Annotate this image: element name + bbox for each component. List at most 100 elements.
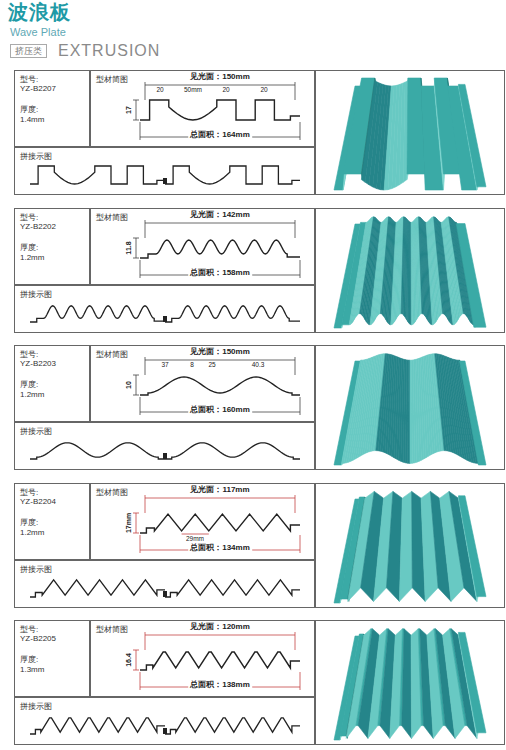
dimension-number: 40.3: [251, 362, 266, 369]
dimension-number: 29mm: [185, 536, 205, 543]
dimension-lines: [133, 357, 300, 415]
splice-joint: [163, 316, 167, 322]
profile-outline: [140, 377, 300, 395]
splice-cell: 拼接示图: [14, 285, 315, 333]
cell-divider: [315, 208, 316, 333]
panel-facet: [456, 224, 486, 328]
info-cell: 型号:YZ-B2204 厚度:1.2mm: [14, 483, 90, 560]
panel-frame: [15, 484, 505, 608]
spec-text: 厚度:: [20, 243, 84, 252]
splice-joint: [163, 453, 167, 459]
profile-outline: [140, 514, 300, 533]
visible-width-dimension: 见光面：150mm: [188, 348, 252, 356]
info-cell: 型号:YZ-B2205厚度:1.3mm: [14, 620, 90, 697]
spec-text: YZ-B2202: [20, 222, 84, 231]
panel-facet: [402, 629, 412, 739]
splice-joint: [163, 591, 167, 597]
panel-facet: [458, 84, 486, 186]
cell-heading: 拼接示图: [20, 290, 309, 299]
dimension-number: 25: [207, 362, 216, 369]
splice-joint: [163, 728, 167, 734]
spec-text: 型号:: [20, 488, 84, 497]
cell-heading: 拼接示图: [20, 427, 309, 436]
cell-heading: 拼接示图: [20, 565, 309, 574]
spec-text: 型号:: [20, 625, 84, 634]
splice-outline: [165, 580, 300, 597]
splice-joint: [163, 178, 167, 184]
dimension-number: 20: [221, 87, 230, 94]
page-title: 波浪板: [8, 2, 71, 22]
splice-cell: 拼接示图: [14, 147, 315, 195]
total-width-dimension: 总面积：134mm: [188, 544, 252, 552]
panel-frame: [15, 621, 505, 745]
spec-text: 1.2mm: [20, 253, 84, 262]
spec-text: YZ-B2204: [20, 497, 84, 506]
panel-facet: [460, 361, 487, 465]
tag-box: 挤压类: [10, 44, 47, 58]
visible-width-dimension: 见光面：142mm: [188, 211, 252, 219]
splice-outline: [30, 166, 165, 184]
dimension-number: 8: [189, 362, 195, 369]
cell-divider: [315, 345, 316, 470]
height-dimension: 10: [125, 381, 132, 389]
spec-text: 1.4mm: [20, 115, 84, 124]
dimension-number: 37: [160, 362, 169, 369]
spec-text: 厚度:: [20, 105, 84, 114]
spec-text: YZ-B2203: [20, 359, 84, 368]
spec-text: 1.2mm: [20, 528, 84, 537]
panel-illustration: [334, 217, 486, 328]
dimension-number: 20: [155, 87, 164, 94]
cell-divider: [315, 620, 316, 745]
total-width-dimension: 总面积：138mm: [188, 681, 252, 689]
splice-cell: 拼接示图: [14, 560, 315, 608]
spec-text: YZ-B2205: [20, 634, 84, 643]
spec-text: YZ-B2207: [20, 84, 84, 93]
splice-cell: 拼接示图: [14, 422, 315, 470]
total-width-dimension: 总面积：160mm: [188, 406, 252, 414]
info-cell: 型号:YZ-B2207 厚度:1.4mm: [14, 70, 90, 147]
cell-divider: [315, 70, 316, 195]
panel-frame: [15, 346, 505, 470]
cell-heading: 拼接示图: [20, 152, 309, 161]
subtitle: Wave Plate: [10, 27, 66, 38]
profile-outline: [140, 100, 300, 120]
dimension-lines: [133, 632, 300, 690]
spec-text: 1.3mm: [20, 665, 84, 674]
splice-outline: [30, 306, 165, 322]
total-width-dimension: 总面积：158mm: [188, 269, 252, 277]
panel-illustration: [334, 78, 486, 190]
panel-illustration: [334, 629, 486, 740]
info-cell: 型号:YZ-B2202厚度:1.2mm: [14, 208, 90, 285]
splice-outline: [165, 443, 300, 459]
dimension-lines: [133, 495, 300, 553]
info-cell: 型号:YZ-B2203厚度:1.2mm: [14, 345, 90, 422]
panel-illustration: [334, 491, 486, 603]
dimension-lines: [133, 82, 300, 140]
visible-width-dimension: 见光面：117mm: [188, 486, 251, 494]
cell-heading: 拼接示图: [20, 702, 309, 711]
splice-outline: [165, 166, 300, 184]
panel-facet: [408, 360, 410, 463]
panel-frame: [15, 71, 505, 195]
total-width-dimension: 总面积：164mm: [188, 131, 252, 139]
splice-outline: [30, 718, 165, 734]
splice-outline: [165, 718, 300, 734]
dimension-number: 50mm: [183, 87, 203, 94]
height-dimension: 17mm: [125, 513, 132, 533]
spec-text: 厚度:: [20, 380, 84, 389]
category-tag: 挤压类: [15, 46, 42, 56]
panel-facet: [458, 496, 486, 597]
spec-text: 型号:: [20, 350, 84, 359]
category-name: EXTRUSION: [58, 43, 160, 59]
spec-text: 型号:: [20, 75, 84, 84]
height-dimension: 16.4: [125, 653, 132, 667]
cell-divider: [315, 483, 316, 608]
height-dimension: 11.8: [125, 241, 132, 254]
panel-facet: [399, 491, 412, 601]
splice-outline: [30, 443, 165, 459]
dimension-number: 20: [259, 87, 268, 94]
spec-text: 厚度:: [20, 518, 84, 527]
dimension-lines: [133, 220, 300, 278]
panel-facet: [458, 632, 486, 732]
splice-cell: 拼接示图: [14, 697, 315, 745]
